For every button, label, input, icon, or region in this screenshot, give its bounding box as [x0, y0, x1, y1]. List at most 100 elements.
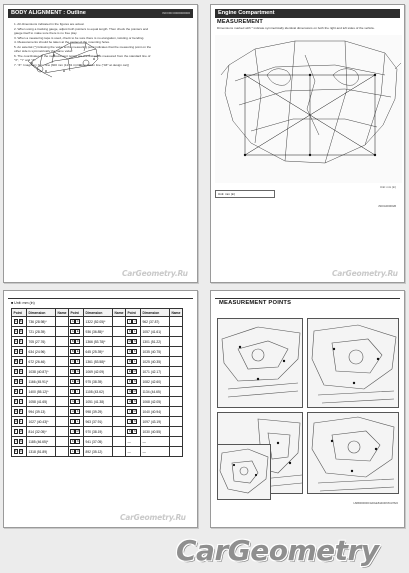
point-cell: —: [124, 446, 141, 457]
point-label: H: [13, 419, 18, 424]
note-line: 4. Measurements should be taken at the c…: [14, 40, 110, 44]
point-label: B: [70, 339, 75, 344]
measurement-points-heading: MEASUREMENT POINTS: [219, 300, 292, 306]
dimension-cell: —: [139, 436, 170, 447]
column-header: Dimension: [82, 308, 113, 317]
point-label: M: [18, 429, 23, 434]
point-label: E: [75, 349, 80, 354]
section-heading-bar: BODY ALIGNMENT : Outline INFOID:00000000…: [8, 9, 193, 18]
name-cell: [111, 376, 126, 387]
watermark: CarGeometry.Ru: [332, 269, 398, 278]
point-label: F: [18, 339, 23, 344]
column-header: Dimension: [26, 308, 56, 317]
dimension-cell: 1185 (46.65)*: [26, 436, 56, 447]
point-label: D: [18, 329, 23, 334]
point-label: M: [132, 369, 137, 374]
point-label: F: [13, 399, 18, 404]
dimension-cell: 962 (37.87): [139, 316, 170, 327]
name-cell: [55, 416, 69, 427]
point-label: J: [75, 399, 80, 404]
legend-box: Unit: mm (in): [215, 190, 275, 198]
point-label: N: [132, 429, 137, 434]
page-measurement-points: MEASUREMENT POINTS: [210, 290, 405, 528]
name-cell: [168, 316, 183, 327]
point-label: I: [75, 389, 80, 394]
name-cell: [168, 366, 183, 377]
name-cell: [168, 416, 183, 427]
point-label: K: [127, 329, 132, 334]
dimension-cell: 1051 (41.38): [82, 396, 113, 407]
watermark: CarGeometry.Ru: [122, 269, 188, 278]
column-header: Name: [111, 308, 126, 317]
point-label: C: [13, 369, 18, 374]
point-label: G: [18, 349, 23, 354]
point-label: D: [70, 369, 75, 374]
dimension-cell: 1025 (40.35): [139, 356, 170, 367]
point-label: K: [132, 349, 137, 354]
name-cell: [111, 356, 126, 367]
section-heading: Engine Compartment: [218, 10, 275, 16]
dimension-cell: 1082 (42.60): [139, 376, 170, 387]
note-line: 3. When a measuring tape is used, check …: [14, 35, 145, 40]
point-label: A: [13, 339, 18, 344]
point-label: N: [132, 379, 137, 384]
name-cell: [55, 346, 69, 357]
point-label: H: [75, 379, 80, 384]
name-cell: [111, 406, 126, 417]
point-label: I: [70, 419, 75, 424]
point-label: A: [70, 319, 75, 324]
section-heading-bar: Engine Compartment: [215, 9, 400, 18]
dimension-cell: 1322 (52.05)*: [82, 316, 113, 327]
point-label: L: [132, 359, 137, 364]
dimension-cell: 705 (27.76): [26, 336, 56, 347]
name-cell: [55, 336, 69, 347]
measurement-photo-4: [307, 412, 399, 494]
point-label: F: [127, 379, 132, 384]
column-header: Name: [55, 308, 69, 317]
column-header: Point: [11, 308, 27, 317]
name-cell: [168, 396, 183, 407]
dimension-cell: 1134 (44.65): [139, 386, 170, 397]
note-line: 7. "Z": Imaginary base line [300 mm (11.…: [14, 62, 129, 67]
point-label: J: [18, 399, 23, 404]
page-engine-compartment: Engine Compartment MEASUREMENT Dimension…: [210, 4, 405, 283]
point-label: L: [132, 329, 137, 334]
point-label: E: [75, 329, 80, 334]
point-label: G: [18, 369, 23, 374]
name-cell: [111, 426, 126, 437]
point-label: B: [70, 349, 75, 354]
name-cell: [111, 436, 126, 447]
point-label: L: [18, 419, 23, 424]
note-line: 6. The coordinates of the measurement po…: [14, 53, 151, 58]
name-cell: [168, 346, 183, 357]
point-label: F: [75, 359, 80, 364]
point-label: D: [13, 379, 18, 384]
name-cell: [111, 336, 126, 347]
dimension-cell: —: [139, 446, 170, 457]
point-label: L: [75, 419, 80, 424]
column-header: Point: [67, 308, 84, 317]
dimension-cell: 892 (35.12): [82, 446, 113, 457]
name-cell: [111, 446, 126, 457]
